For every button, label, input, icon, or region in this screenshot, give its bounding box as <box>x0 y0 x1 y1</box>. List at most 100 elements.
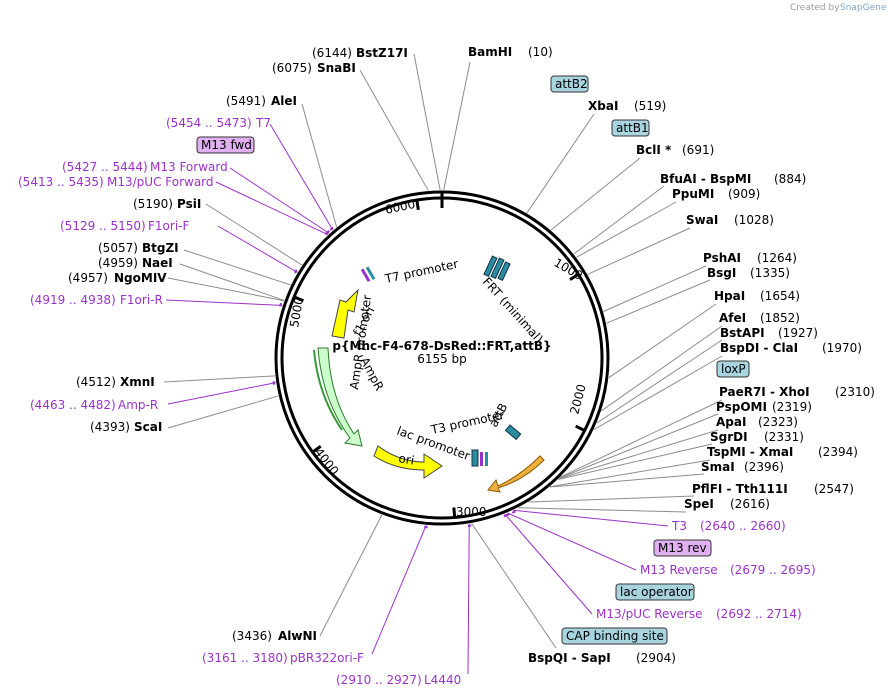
enzyme-position: (691) <box>682 143 714 157</box>
enzyme-label: BclI * <box>636 143 672 157</box>
enzyme-label: BspDI - ClaI <box>720 341 798 355</box>
box-loxp <box>716 360 750 378</box>
enzyme-label: SpeI <box>684 497 714 511</box>
enzyme-label: XbaI <box>588 99 618 113</box>
enzyme-label: AleI <box>271 94 297 108</box>
enzyme-label: PspOMI <box>716 400 767 414</box>
enzyme-leader <box>471 523 557 649</box>
enzyme-label: NgoMIV <box>114 271 167 285</box>
enzyme-leader <box>558 429 719 480</box>
f1-ori-arrow <box>331 288 359 339</box>
enzyme-position: (4959) <box>98 256 138 270</box>
primer-leader <box>507 512 637 571</box>
enzyme-position: (2616) <box>730 497 770 511</box>
primer-label: M13/pUC Reverse <box>596 607 703 621</box>
box-attb1-label: attB1 <box>616 121 649 135</box>
enzyme-position: (519) <box>634 99 666 113</box>
primer-mark <box>511 510 516 514</box>
ruler-tick <box>311 445 322 454</box>
enzyme-label: BspQI - SapI <box>528 651 611 665</box>
primer-label: M13/pUC Forward <box>107 175 214 189</box>
primer-position: (5454 .. 5473) <box>166 116 252 130</box>
enzyme-position: (6144) <box>312 46 352 60</box>
enzyme-position: (2331) <box>764 430 804 444</box>
primer-label: L4440 <box>424 673 461 687</box>
enzyme-leader <box>443 61 471 191</box>
enzyme-position: (1335) <box>750 266 790 280</box>
enzyme-label: PshAI <box>703 251 741 265</box>
ruler-3000: 3000 <box>456 505 487 519</box>
ruler-tick <box>569 273 580 281</box>
enzyme-position: (4957) <box>68 271 108 285</box>
enzyme-leader <box>518 507 687 513</box>
enzyme-position: (909) <box>728 187 760 201</box>
box-m13-fwd <box>196 136 255 154</box>
enzyme-label: XmnI <box>120 375 155 389</box>
enzyme-position: (1654) <box>760 289 800 303</box>
enzyme-label: SnaBI <box>317 61 356 75</box>
enzyme-leader <box>559 413 719 479</box>
primer-label: T7 <box>255 116 271 130</box>
primer-position: (5427 .. 5444) <box>62 160 148 174</box>
ruler-tick <box>574 424 586 432</box>
primer-position: (5413 .. 5435) <box>18 175 104 189</box>
enzyme-position: (5190) <box>133 197 173 211</box>
primer-leader <box>269 123 334 231</box>
enzyme-leader <box>413 53 441 191</box>
enzyme-leader <box>606 279 711 324</box>
enzyme-position: (884) <box>774 172 806 186</box>
plasmid-name: p{Mhc-F4-678-DsRed::FRT,attB} <box>332 339 551 353</box>
enzyme-position: (1852) <box>760 311 800 325</box>
primer-leader <box>512 509 669 527</box>
primer-position: (2692 .. 2714) <box>716 607 802 621</box>
enzyme-leader <box>560 399 723 478</box>
enzyme-leader <box>163 375 275 383</box>
enzyme-position: (2310) <box>835 385 875 399</box>
primer-mark <box>293 269 298 274</box>
primer-leader <box>217 225 298 273</box>
ruler-ticks <box>293 199 586 518</box>
primer-label: F1ori-R <box>120 293 163 307</box>
enzyme-position: (5057) <box>98 241 138 255</box>
site-labels: BamHI (10) XbaI (519) BclI * (691) BfuAI… <box>18 45 875 687</box>
enzyme-label: BamHI <box>468 45 512 59</box>
primer-mark <box>467 524 472 528</box>
enzyme-position: (6075) <box>272 61 312 75</box>
enzyme-label: BstZ17I <box>356 46 408 60</box>
leader-lines <box>163 53 723 675</box>
enzyme-position: (4393) <box>90 420 130 434</box>
enzyme-label: ScaI <box>134 420 162 434</box>
primer-position: (4919 .. 4938) <box>30 293 116 307</box>
box-lac-operator <box>615 583 695 601</box>
enzyme-position: (5491) <box>226 94 266 108</box>
frt-markers <box>483 255 511 281</box>
enzyme-position: (4512) <box>76 375 116 389</box>
enzyme-label: BfuAI - BspMI <box>660 172 751 186</box>
primer-position: (3161 .. 3180) <box>202 651 288 665</box>
primer-label: Amp-R <box>118 398 158 412</box>
box-loxp-label: loxP <box>721 362 746 376</box>
box-m13-fwd-label: M13 fwd <box>201 138 252 152</box>
attb-arrow <box>487 455 545 493</box>
enzyme-label: AfeI <box>719 311 746 325</box>
primer-mark <box>329 226 334 231</box>
primer-mark <box>326 229 330 234</box>
feature-attb: attB <box>486 401 510 430</box>
primer-leader <box>215 181 329 236</box>
feature-ori: ori <box>397 451 415 467</box>
primer-leader <box>504 513 593 615</box>
watermark-text: Created by <box>790 3 840 13</box>
box-attb2-label: attB2 <box>555 77 588 91</box>
enzyme-label: SgrDI <box>710 430 748 444</box>
ori-arrow <box>373 445 443 479</box>
primer-position: (4463 .. 4482) <box>30 398 116 412</box>
box-attb2 <box>550 75 589 93</box>
enzyme-leader <box>549 459 711 488</box>
enzyme-label: BstAPI <box>720 326 765 340</box>
box-lac-operator-label: lac operator <box>620 585 693 599</box>
enzyme-position: (1970) <box>822 341 862 355</box>
enzyme-leader <box>528 495 695 503</box>
enzyme-label: AlwNI <box>278 629 317 643</box>
enzyme-leader <box>167 395 279 429</box>
